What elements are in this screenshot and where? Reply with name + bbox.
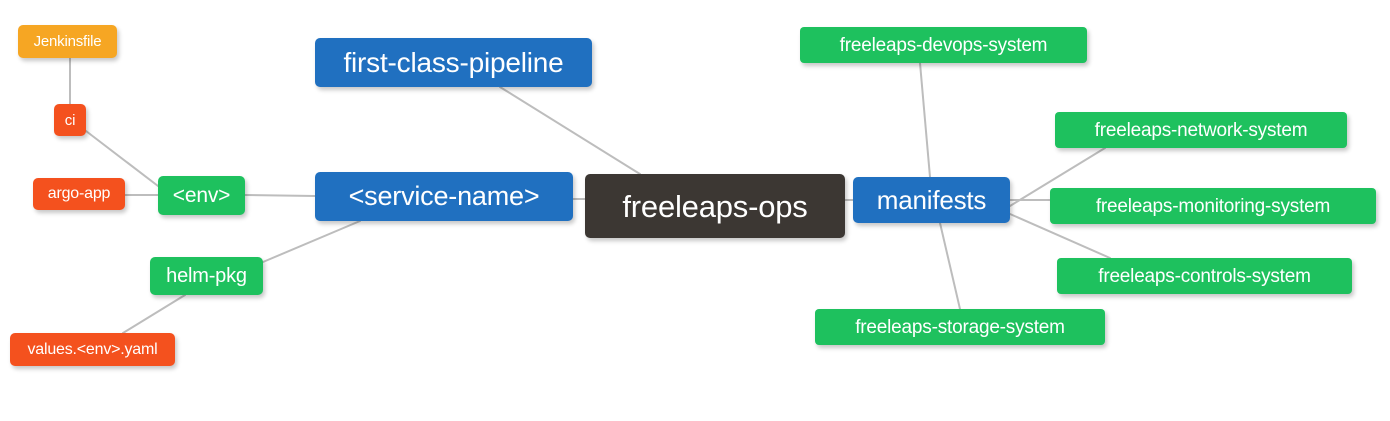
node-storage-system[interactable]: freeleaps-storage-system [815,309,1105,345]
node-values-yaml[interactable]: values.<env>.yaml [10,333,175,366]
node-env[interactable]: <env> [158,176,245,215]
node-label-jenkinsfile: Jenkinsfile [33,33,102,50]
edge-values-helm-pkg [122,294,186,334]
node-label-network-system: freeleaps-network-system [1094,119,1308,141]
node-helm-pkg[interactable]: helm-pkg [150,257,263,295]
node-label-service-name: <service-name> [348,181,540,211]
node-label-ci: ci [64,111,76,129]
edge-helm-pkg-service-name [262,220,361,263]
node-monitoring-system[interactable]: freeleaps-monitoring-system [1050,188,1376,224]
node-manifests[interactable]: manifests [853,177,1010,223]
edge-pipeline-ops [499,86,641,175]
edge-manifests-controls [1009,213,1111,259]
node-label-freeleaps-ops: freeleaps-ops [622,188,808,224]
node-label-values-yaml: values.<env>.yaml [27,340,158,358]
node-label-env: <env> [172,184,231,207]
node-label-storage-system: freeleaps-storage-system [855,316,1065,338]
edge-manifests-storage [939,222,961,310]
node-label-argo-app: argo-app [47,185,111,202]
node-freeleaps-ops[interactable]: freeleaps-ops [585,174,845,238]
node-label-helm-pkg: helm-pkg [166,265,247,287]
node-label-controls-system: freeleaps-controls-system [1098,265,1311,287]
node-label-devops-system: freeleaps-devops-system [839,34,1048,56]
node-argo-app[interactable]: argo-app [33,178,125,210]
node-jenkinsfile[interactable]: Jenkinsfile [18,25,117,58]
edge-ci-env [85,130,159,187]
node-label-first-class-pipeline: first-class-pipeline [343,46,564,78]
node-ci[interactable]: ci [54,104,86,136]
node-service-name[interactable]: <service-name> [315,172,573,221]
node-devops-system[interactable]: freeleaps-devops-system [800,27,1087,63]
edge-env-service-name [244,194,316,197]
node-first-class-pipeline[interactable]: first-class-pipeline [315,38,592,87]
node-network-system[interactable]: freeleaps-network-system [1055,112,1347,148]
node-controls-system[interactable]: freeleaps-controls-system [1057,258,1352,294]
edge-manifests-network [1009,147,1106,207]
node-label-manifests: manifests [876,185,987,215]
edge-manifests-devops [919,62,931,178]
node-label-monitoring-system: freeleaps-monitoring-system [1095,195,1331,217]
